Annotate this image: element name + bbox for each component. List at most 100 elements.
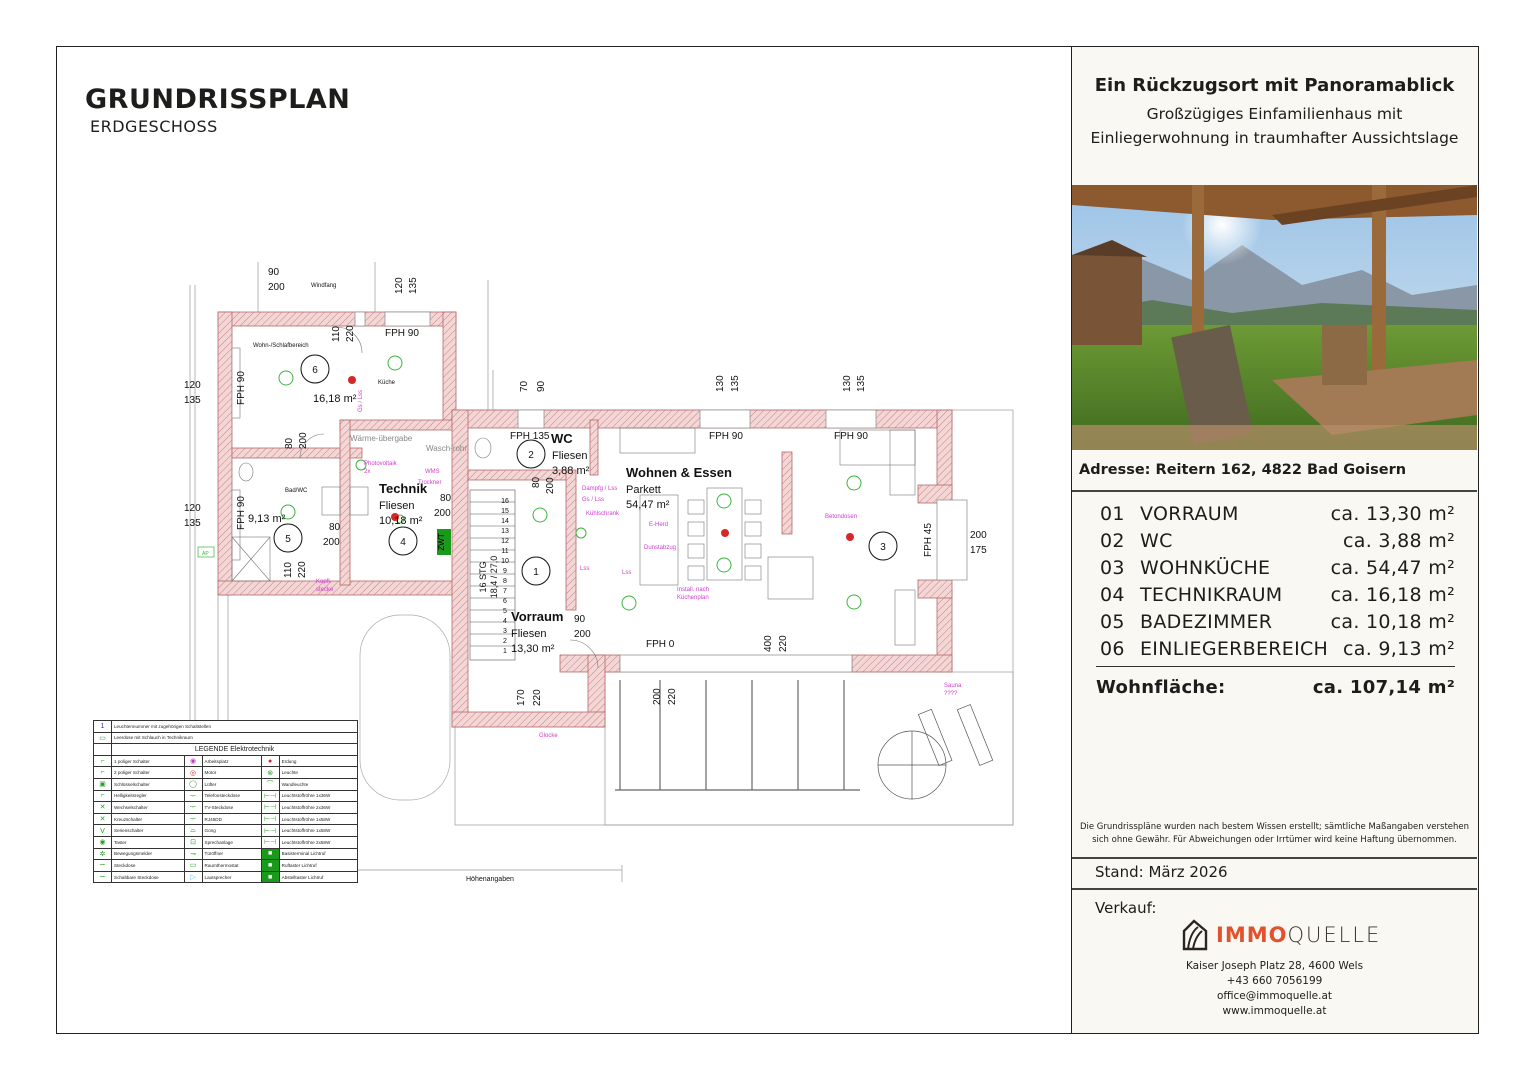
contact-phone[interactable]: +43 660 7056199 bbox=[1226, 975, 1323, 987]
svg-text:9: 9 bbox=[503, 568, 507, 575]
svg-text:Küchenplan: Küchenplan bbox=[677, 595, 709, 601]
ap-label: AP bbox=[202, 551, 209, 557]
svg-text:Gs / Lss: Gs / Lss bbox=[358, 390, 364, 412]
svg-text:135: 135 bbox=[856, 375, 867, 392]
svg-text:80: 80 bbox=[329, 522, 341, 533]
svg-text:170: 170 bbox=[516, 689, 527, 706]
svg-text:FPH 90: FPH 90 bbox=[236, 496, 247, 530]
svg-text:200: 200 bbox=[434, 508, 451, 519]
light-fixtures bbox=[278, 355, 862, 611]
svg-text:2x: 2x bbox=[364, 469, 370, 475]
svg-text:200: 200 bbox=[268, 282, 285, 293]
svg-text:3: 3 bbox=[880, 542, 886, 553]
contact-email[interactable]: office@immoquelle.at bbox=[1216, 990, 1333, 1002]
contact-address: Kaiser Joseph Platz 28, 4600 Wels bbox=[1185, 960, 1364, 972]
listing-subtitle-2: Einliegerwohnung in traumhafter Aussicht… bbox=[1090, 129, 1459, 147]
svg-text:Glocke: Glocke bbox=[539, 733, 558, 739]
svg-text:Technik: Technik bbox=[379, 481, 428, 496]
room-number-circles bbox=[273, 354, 898, 586]
svg-text:120: 120 bbox=[184, 503, 201, 514]
contact-website[interactable]: www.immoquelle.at bbox=[1222, 1005, 1327, 1017]
legend-row: ▣Schlüsselschalter◯Lüfter⌒Wandleuchte bbox=[93, 777, 359, 791]
svg-text:2: 2 bbox=[503, 638, 507, 645]
svg-text:7: 7 bbox=[503, 588, 507, 595]
svg-text:200: 200 bbox=[298, 432, 309, 449]
svg-text:90: 90 bbox=[574, 614, 586, 625]
svg-text:FPH 90: FPH 90 bbox=[385, 328, 419, 339]
verkauf-label: Verkauf: bbox=[1095, 899, 1157, 917]
svg-text:FPH 90: FPH 90 bbox=[834, 431, 868, 442]
svg-text:220: 220 bbox=[297, 561, 308, 578]
svg-text:200: 200 bbox=[323, 537, 340, 548]
svg-text:135: 135 bbox=[184, 518, 201, 529]
windows bbox=[231, 311, 968, 673]
legend-row: ⌐2 poliger Schalter◎Motor⊗Leuchte bbox=[93, 766, 359, 779]
svg-text:stecke: stecke bbox=[316, 587, 334, 593]
floor-subtitle: ERDGESCHOSS bbox=[90, 117, 218, 136]
svg-text:80: 80 bbox=[440, 493, 452, 504]
page-title: GRUNDRISSPLAN bbox=[85, 84, 351, 115]
svg-text:135: 135 bbox=[184, 395, 201, 406]
svg-text:Sauna: Sauna bbox=[944, 683, 962, 689]
svg-text:6: 6 bbox=[503, 598, 507, 605]
svg-text:70: 70 bbox=[519, 380, 530, 392]
svg-text:16,18 m²: 16,18 m² bbox=[313, 393, 357, 405]
zwt-label: ZWT bbox=[437, 533, 446, 550]
svg-text:110: 110 bbox=[283, 562, 294, 578]
svg-text:135: 135 bbox=[730, 375, 741, 392]
svg-text:Parkett: Parkett bbox=[626, 484, 661, 496]
svg-text:Gs / Lss: Gs / Lss bbox=[582, 497, 604, 503]
svg-text:Vorraum: Vorraum bbox=[511, 609, 564, 624]
svg-text:Trockner: Trockner bbox=[418, 480, 441, 486]
svg-text:220: 220 bbox=[345, 325, 356, 342]
svg-text:13: 13 bbox=[501, 528, 509, 535]
room-labels: Vorraum Fliesen 13,30 m² WC Fliesen 3,88… bbox=[248, 283, 732, 883]
svg-text:3,88 m²: 3,88 m² bbox=[552, 465, 590, 477]
legend-row: ◉Taster⊡Sprechanlage⊢⊣Leuchtstoffröhre 2… bbox=[93, 835, 359, 849]
svg-text:3: 3 bbox=[503, 628, 507, 635]
address: Adresse: Reitern 162, 4822 Bad Goisern bbox=[1079, 462, 1407, 478]
svg-text:10,18 m²: 10,18 m² bbox=[379, 515, 423, 527]
legend-row: ✲Bewegungsmelder⊸Türöffner■Basisterminal… bbox=[93, 847, 359, 861]
svg-text:4: 4 bbox=[400, 537, 406, 548]
floor-plan: ZWT AP 12 34 56 Vorraum Fliesen 13,30 m²… bbox=[96, 262, 1014, 883]
svg-text:FPH 90: FPH 90 bbox=[709, 431, 743, 442]
svg-text:15: 15 bbox=[501, 508, 509, 515]
svg-text:220: 220 bbox=[532, 689, 543, 706]
terrace-photo bbox=[1072, 185, 1477, 450]
svg-text:80: 80 bbox=[531, 476, 542, 488]
total-area-row: Wohnfläche:ca. 107,14 m² bbox=[1096, 677, 1455, 698]
svg-text:130: 130 bbox=[842, 375, 853, 392]
svg-text:Windfang: Windfang bbox=[311, 283, 336, 289]
immoquelle-logo: IMMO QUELLE bbox=[1182, 917, 1381, 953]
svg-text:120: 120 bbox=[184, 380, 201, 391]
svg-text:90: 90 bbox=[536, 380, 547, 392]
listing-title: Ein Rückzugsort mit Panoramablick bbox=[1094, 75, 1455, 96]
svg-text:5: 5 bbox=[503, 608, 507, 615]
svg-text:Kopfl.: Kopfl. bbox=[316, 579, 332, 585]
zwt-box bbox=[437, 529, 451, 555]
legend-row: ⌐1 poliger Schalter◉Arbeitsplatz●Erdung bbox=[93, 754, 359, 768]
svg-text:Install. nach: Install. nach bbox=[677, 587, 709, 593]
svg-text:8: 8 bbox=[503, 578, 507, 585]
stand-date: Stand: März 2026 bbox=[1095, 863, 1228, 881]
room-notes: Wärme-übergabe Wasch-rohr bbox=[350, 434, 467, 453]
legend-title: LEGENDE Elektrotechnik bbox=[111, 743, 358, 756]
svg-text:FPH 0: FPH 0 bbox=[646, 639, 675, 650]
svg-text:18,4 / 27,0: 18,4 / 27,0 bbox=[489, 556, 499, 599]
svg-text:E-Herd: E-Herd bbox=[649, 522, 668, 528]
svg-text:1: 1 bbox=[503, 648, 507, 655]
svg-text:130: 130 bbox=[715, 375, 726, 392]
svg-text:2: 2 bbox=[528, 450, 534, 461]
svg-text:5: 5 bbox=[285, 534, 291, 545]
svg-text:FPH 90: FPH 90 bbox=[236, 371, 247, 405]
svg-text:175: 175 bbox=[970, 545, 987, 556]
